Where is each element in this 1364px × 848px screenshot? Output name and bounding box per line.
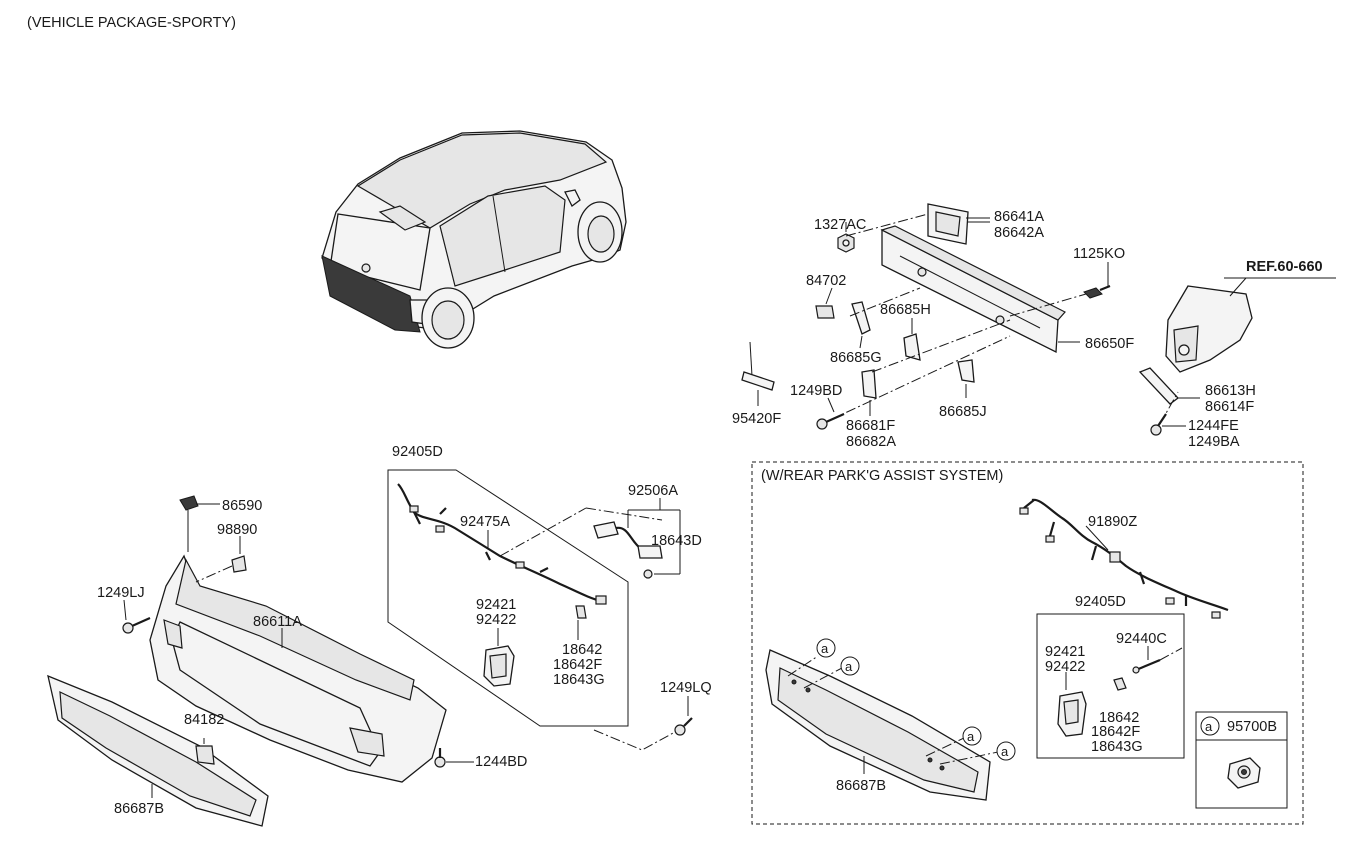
label-92421-b: 92421 (1045, 644, 1085, 660)
marker-a-1 (816, 638, 836, 658)
label-84182: 84182 (184, 712, 224, 728)
label-18642-b: 18642 (1099, 710, 1139, 726)
rear-park-assist-section (751, 461, 1304, 825)
diagram-title: (VEHICLE PACKAGE-SPORTY) (27, 15, 236, 31)
label-86642A: 86642A (994, 225, 1044, 241)
label-92422: 92422 (476, 612, 516, 628)
label-92405D: 92405D (392, 444, 443, 460)
label-18642F-b: 18642F (1091, 724, 1140, 740)
park-assist-lamp (1057, 646, 1183, 737)
label-18643G-b: 18643G (1091, 739, 1143, 755)
label-1125KO: 1125KO (1073, 246, 1125, 262)
label-1244BD: 1244BD (475, 754, 527, 770)
vehicle-illustration (321, 130, 627, 349)
label-86685J: 86685J (939, 404, 987, 420)
label-92405D-b: 92405D (1075, 594, 1126, 610)
label-92475A: 92475A (460, 514, 510, 530)
park-assist-subbox (1036, 613, 1185, 759)
label-1249LJ: 1249LJ (97, 585, 145, 601)
label-18643G: 18643G (553, 672, 605, 688)
lower-trim-86687B (47, 674, 269, 827)
label-98890: 98890 (217, 522, 257, 538)
label-1327AC: 1327AC (814, 217, 866, 233)
label-91890Z: 91890Z (1088, 514, 1137, 530)
label-1249BA: 1249BA (1188, 434, 1240, 450)
marker-a-4 (996, 741, 1016, 761)
label-18642F: 18642F (553, 657, 602, 673)
label-95420F: 95420F (732, 411, 781, 427)
label-86614F: 86614F (1205, 399, 1254, 415)
rear-bumper-assembly (122, 495, 693, 783)
label-86687B-b: 86687B (836, 778, 886, 794)
label-84702: 84702 (806, 273, 846, 289)
label-1244FE: 1244FE (1188, 418, 1239, 434)
label-18642: 18642 (562, 642, 602, 658)
legend-marker: a (1205, 719, 1213, 734)
label-86641A: 86641A (994, 209, 1044, 225)
label-1249BD: 1249BD (790, 383, 842, 399)
wiring-harness-group (387, 469, 687, 751)
marker-a-3-text: a (967, 729, 975, 744)
label-18643D: 18643D (651, 533, 702, 549)
marker-a-1-text: a (821, 641, 829, 656)
label-86687B: 86687B (114, 801, 164, 817)
park-trim-86687B (765, 649, 999, 801)
label-95700B: 95700B (1227, 719, 1277, 735)
sensor-legend-box: a 95700B (1195, 711, 1288, 809)
label-1249LQ: 1249LQ (660, 680, 712, 696)
marker-a-3 (962, 726, 982, 746)
label-86681F: 86681F (846, 418, 895, 434)
label-86613H: 86613H (1205, 383, 1256, 399)
label-86590: 86590 (222, 498, 262, 514)
label-86685H: 86685H (880, 302, 931, 318)
ref-label: REF.60-660 (1246, 259, 1323, 275)
label-92421: 92421 (476, 597, 516, 613)
label-86682A: 86682A (846, 434, 896, 450)
label-92506A: 92506A (628, 483, 678, 499)
park-assist-harness (1019, 498, 1229, 619)
rear-beam-assembly (741, 203, 1336, 436)
marker-a-4-text: a (1001, 744, 1009, 759)
label-92422-b: 92422 (1045, 659, 1085, 675)
label-86650F: 86650F (1085, 336, 1134, 352)
marker-a-2-text: a (845, 659, 853, 674)
label-86611A: 86611A (253, 614, 302, 630)
label-92440C: 92440C (1116, 631, 1167, 647)
marker-a-2 (840, 656, 860, 676)
label-86685G: 86685G (830, 350, 882, 366)
rear-park-assist-title: (W/REAR PARK'G ASSIST SYSTEM) (761, 468, 1003, 484)
